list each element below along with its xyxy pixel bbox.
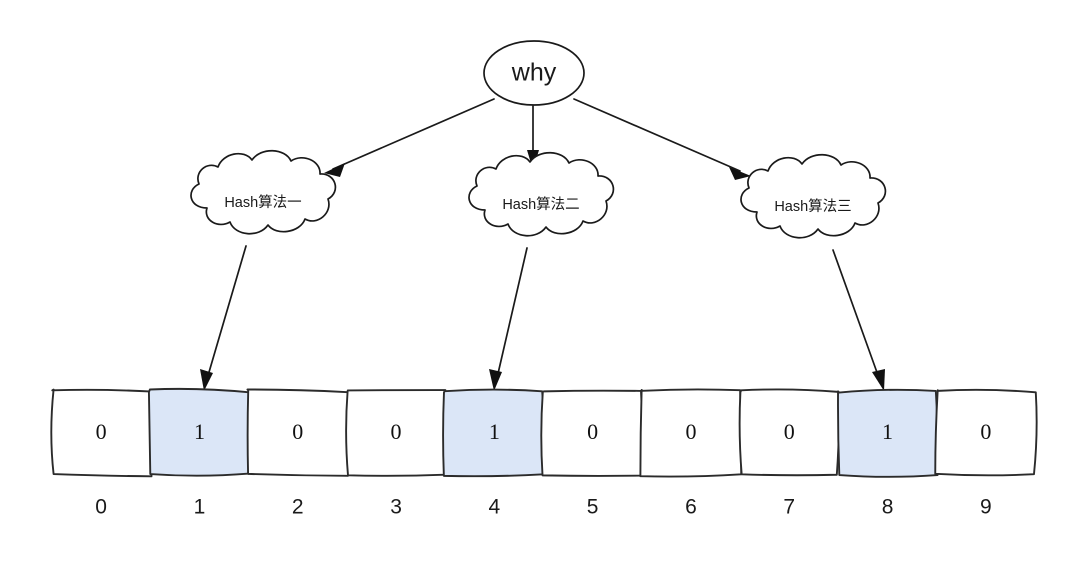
hash-node-2[interactable]: Hash算法二 xyxy=(468,151,615,237)
cloud-shape-2 xyxy=(468,151,615,237)
connector-line xyxy=(496,247,528,379)
connector-line xyxy=(832,249,880,379)
hash-node-3-label: Hash算法三 xyxy=(774,198,851,215)
bit-array-cell[interactable]: 0 xyxy=(50,388,154,478)
bit-array-cell[interactable]: 0 xyxy=(639,388,743,478)
bit-array-index-labels: 0 1 2 3 4 5 6 7 8 9 xyxy=(95,496,991,519)
bit-cell-shape xyxy=(738,388,840,477)
cloud-shape-1 xyxy=(190,149,337,235)
bit-cell-shape xyxy=(934,388,1038,477)
bit-cell-value: 0 xyxy=(685,419,696,444)
bit-array-cell[interactable]: 1 xyxy=(837,388,939,478)
cloud-shape-3 xyxy=(740,153,887,239)
arrow-head-icon xyxy=(872,369,885,391)
bit-cell-value: 1 xyxy=(882,419,893,444)
arrow-head-icon xyxy=(324,163,345,177)
bit-array-cell[interactable]: 0 xyxy=(345,389,448,477)
connector-line xyxy=(206,245,247,380)
root-node-why[interactable]: why xyxy=(483,40,585,106)
bit-array-cell[interactable]: 1 xyxy=(442,388,546,478)
bit-array-index-label: 5 xyxy=(587,496,599,519)
bit-cell-shape xyxy=(50,388,154,478)
bit-cell-shape xyxy=(837,388,939,478)
hash-node-1[interactable]: Hash算法一 xyxy=(190,149,337,235)
connector-why-to-hash1 xyxy=(324,98,495,177)
arrow-head-icon xyxy=(729,167,751,180)
connector-line xyxy=(573,98,741,172)
hash-node-2-label: Hash算法二 xyxy=(502,196,579,213)
bit-array-index-label: 7 xyxy=(783,496,795,519)
root-node-label: why xyxy=(511,59,557,87)
bit-cell-value: 0 xyxy=(587,419,598,444)
connector-hash2-to-cell4 xyxy=(489,247,528,391)
bit-cell-value: 0 xyxy=(96,419,107,444)
arrow-head-icon xyxy=(200,369,213,391)
bit-array-cell[interactable]: 0 xyxy=(246,388,350,477)
bit-array-index-label: 1 xyxy=(194,496,206,519)
bit-array-index-label: 8 xyxy=(882,496,894,519)
connector-why-to-hash3 xyxy=(573,98,751,180)
root-node-ellipse xyxy=(483,40,585,106)
connector-hash3-to-cell8 xyxy=(832,249,885,391)
bit-cell-value: 0 xyxy=(980,419,991,444)
bit-array-index-label: 0 xyxy=(95,496,107,519)
bit-array-cell[interactable]: 0 xyxy=(934,388,1038,477)
bit-cell-value: 0 xyxy=(391,419,402,444)
bit-cell-value: 1 xyxy=(194,419,205,444)
bit-array-index-label: 6 xyxy=(685,496,697,519)
bit-array-cell[interactable]: 0 xyxy=(540,389,644,477)
bit-array-index-label: 9 xyxy=(980,496,992,519)
bit-array: 0 1 0 0 1 0 0 0 1 0 xyxy=(50,387,1038,478)
hash-node-1-label: Hash算法一 xyxy=(224,194,301,211)
connector-hash1-to-cell1 xyxy=(200,245,247,391)
bit-array-cell[interactable]: 1 xyxy=(147,387,252,477)
bit-cell-value: 0 xyxy=(784,419,795,444)
bit-cell-value: 0 xyxy=(292,419,303,444)
hash-node-3[interactable]: Hash算法三 xyxy=(740,153,887,239)
arrow-head-icon xyxy=(489,369,502,391)
bit-array-index-label: 4 xyxy=(489,496,501,519)
bit-cell-value: 1 xyxy=(489,419,500,444)
bit-array-index-label: 3 xyxy=(390,496,402,519)
bit-array-index-label: 2 xyxy=(292,496,304,519)
bit-array-cell[interactable]: 0 xyxy=(738,388,840,477)
connector-line xyxy=(332,98,495,170)
